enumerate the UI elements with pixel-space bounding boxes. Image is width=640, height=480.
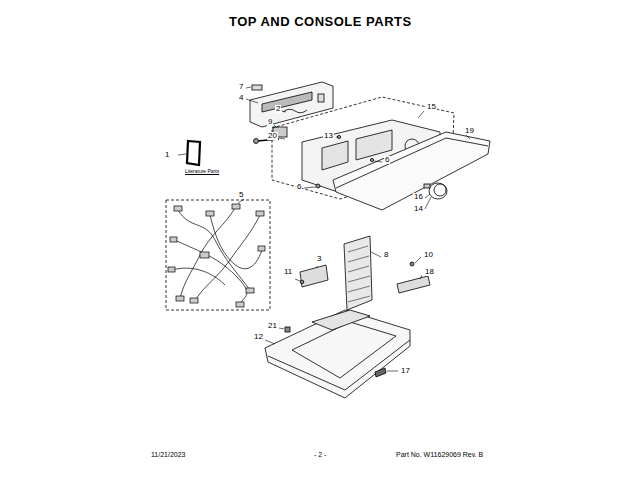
bumper [375,368,386,377]
wire-harness [168,204,265,307]
part-note: Literature Parts [184,169,220,174]
callout-number: 6 [384,156,390,164]
hinge-bracket [300,265,328,287]
leader-line [466,135,470,139]
footer-date: 11/21/2023 [150,451,187,458]
callout-number: 9 [267,118,273,126]
callout-number: 16 [413,193,424,201]
literature-sheet [187,141,200,165]
callout-number: 7 [238,83,244,91]
lint-screen [344,236,372,310]
screw-head [316,184,320,188]
leader-line [282,111,286,112]
diagram-title: TOP AND CONSOLE PARTS [228,15,413,28]
callout-number: 11 [283,268,293,276]
connector [206,211,214,216]
leader-line [374,161,382,162]
callout-number: 15 [426,103,437,111]
jumper-wire [283,109,307,113]
top-panel-opening [292,322,396,378]
callout-number: 6 [296,183,302,191]
leader-line [418,111,424,118]
leader-line [246,99,258,103]
callout-number: 13 [323,132,334,140]
harness-outline [166,200,270,310]
top-panel-edge [268,340,410,390]
screw-head [300,280,304,284]
connector [236,302,244,307]
callout-number: 5 [238,191,244,199]
connector [174,206,182,211]
wire [175,240,247,304]
connector [256,211,264,216]
callout-number: 17 [400,367,411,375]
callout-number: 12 [253,333,264,341]
leader-line [387,371,398,372]
leader-line [265,340,275,344]
leader-line [238,199,244,203]
leader-line [304,187,316,188]
leader-line [316,266,318,268]
screw-head [370,158,373,161]
knob-spring [424,184,430,188]
leader-line [371,252,381,257]
rear-panel-clip [318,94,324,102]
console-glass [333,132,490,210]
knob [429,183,447,199]
wire [195,215,260,300]
footer-part-number: Part No. W11629069 Rev. B [395,451,484,458]
callout-number: 19 [464,127,475,135]
callout-number: 3 [316,255,322,263]
connector [200,252,209,258]
callout-number: 4 [238,94,244,102]
callout-number: 2 [275,105,281,113]
connector [232,204,240,209]
callout-number: 18 [424,268,435,276]
leader-line [246,87,251,88]
knob-face [434,184,446,196]
callout-number: 21 [267,322,278,330]
callout-number: 10 [423,251,434,259]
leader-line [274,125,277,128]
leader-line [425,197,431,209]
leader-line [420,275,422,279]
small-clip [285,327,290,332]
connector [176,296,184,301]
leader-line [279,328,284,329]
leader-line [295,279,300,281]
leader-lines [178,87,470,371]
cover-plate [397,276,430,293]
wire [180,208,235,298]
leader-line [425,194,430,198]
rear-panel [250,82,333,127]
small-clip [252,85,262,90]
top-panel [265,310,410,398]
console-glass-edge [336,138,488,188]
connector [258,246,265,251]
connector [246,288,254,293]
top-panel-recess [312,310,370,330]
callout-number: 1 [164,151,170,159]
callout-number: 14 [413,205,424,213]
connector [170,237,177,242]
screw-head [410,262,414,266]
footer-page: - 2 - [313,451,327,458]
leader-line [415,257,421,263]
lint-screen-mesh [348,246,370,302]
screw-head [254,139,259,144]
leader-line [279,138,285,139]
rear-panel-slot [262,92,312,112]
connector [190,298,198,303]
wire [172,268,225,285]
connector [168,267,175,272]
leader-line [178,154,186,155]
console-window [322,141,348,170]
leader-line [336,137,338,138]
callout-number: 20 [267,132,278,140]
callout-number: 8 [383,251,389,259]
